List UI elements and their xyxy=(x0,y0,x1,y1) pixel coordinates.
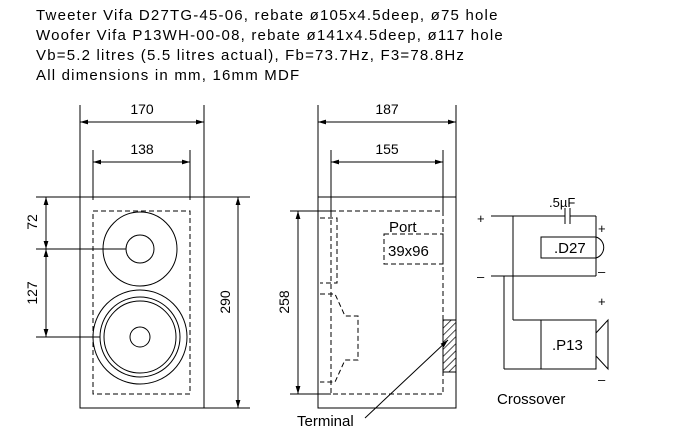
height-label: 290 xyxy=(217,290,233,314)
woofer-dustcap xyxy=(129,326,151,348)
input-plus: + xyxy=(477,211,485,226)
capacitor-value: .5µF xyxy=(549,195,575,210)
tweeter-box xyxy=(540,236,597,259)
port-tube xyxy=(383,233,444,265)
tweeter-minus: – xyxy=(598,264,606,279)
header-notes: Tweeter Vifa D27TG-45-06, rebate ø105x4.… xyxy=(36,7,504,84)
inner-width-label: 138 xyxy=(130,141,154,157)
tweeter-side-profile xyxy=(320,217,338,284)
front-view: 170 138 72 127 290 xyxy=(24,101,250,409)
inner-height-label: 258 xyxy=(276,290,292,314)
tweeter-xo-label: .D27 xyxy=(554,240,586,257)
tweeter-spec: Tweeter Vifa D27TG-45-06, rebate ø105x4.… xyxy=(36,7,499,24)
woofer-rebate xyxy=(92,289,188,385)
woofer-hole xyxy=(99,296,181,378)
front-cabinet-outline xyxy=(79,196,205,409)
crossover-schematic: .5µF + – .D27 + – .P13 + – Crossover xyxy=(477,195,609,408)
units-note: All dimensions in mm, 16mm MDF xyxy=(36,67,300,84)
outer-width-label: 170 xyxy=(130,101,154,117)
port-size-label: 39x96 xyxy=(388,243,429,260)
tweeter-offset-label: 72 xyxy=(24,214,40,230)
terminal-label: Terminal xyxy=(297,413,354,430)
woofer-side-profile xyxy=(320,293,359,383)
port-label: Port xyxy=(389,219,417,236)
terminal-leader xyxy=(364,339,449,419)
front-cabinet-inner xyxy=(92,210,191,395)
side-cabinet-inner xyxy=(330,210,444,395)
outer-depth-label: 187 xyxy=(375,101,399,117)
tweeter-plus: + xyxy=(598,221,606,236)
inner-depth-label: 155 xyxy=(375,141,399,157)
woofer-plus: + xyxy=(598,294,606,309)
woofer-xo-label: .P13 xyxy=(552,337,583,354)
woofer-minus: – xyxy=(598,372,606,387)
tweeter-hole xyxy=(125,234,155,264)
tweeter-symbol xyxy=(595,236,605,259)
side-cabinet-outline xyxy=(317,196,457,409)
box-spec: Vb=5.2 litres (5.5 litres actual), Fb=73… xyxy=(36,47,465,64)
woofer-offset-label: 127 xyxy=(24,281,40,305)
terminal-block xyxy=(442,319,457,373)
side-view: 187 155 Port 39x96 Terminal 258 xyxy=(276,101,457,430)
crossover-title: Crossover xyxy=(497,391,565,408)
input-minus: – xyxy=(477,269,485,284)
woofer-symbol xyxy=(595,318,609,371)
woofer-spec: Woofer Vifa P13WH-00-08, rebate ø141x4.5… xyxy=(36,27,504,44)
